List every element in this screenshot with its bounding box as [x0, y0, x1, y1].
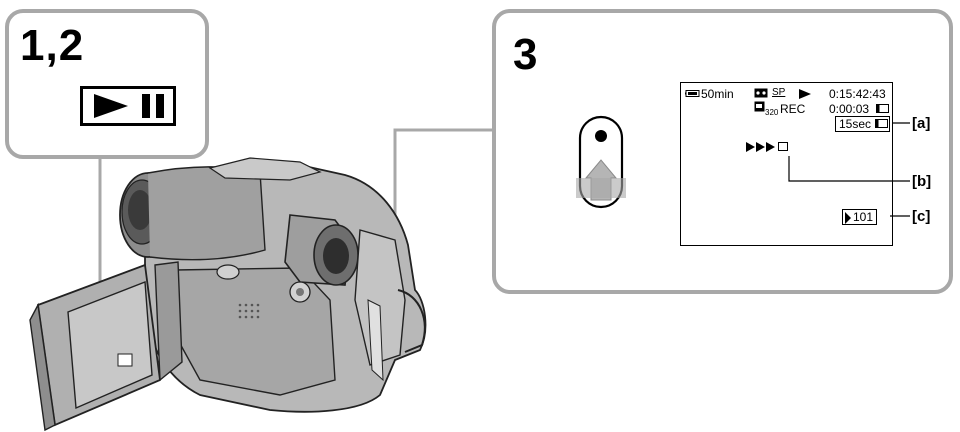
battery-icon [685, 90, 700, 97]
file-number: 101 [853, 210, 874, 224]
tape-small-icon [875, 119, 888, 128]
recording-interval: 15sec [839, 117, 872, 131]
file-number-box: 101 [842, 209, 878, 225]
callout-a: [a] [912, 115, 931, 132]
callout-c: [c] [912, 208, 931, 225]
step-1-2-panel [5, 9, 209, 159]
cassette-icon [754, 88, 768, 98]
image-size: 320 [765, 108, 779, 117]
step-number: 3 [513, 30, 539, 79]
recording-time: 0:00:03 [829, 102, 870, 116]
battery-remaining: 50min [701, 87, 734, 101]
rec-indicator: REC [780, 102, 806, 116]
lcd-screen: 50min SP 320 REC 0:15:42:43 0:00:03 15se… [680, 82, 893, 246]
tape-small-icon [876, 104, 889, 113]
memory-card-icon [754, 101, 765, 112]
play-pause-icon [94, 94, 164, 118]
progress-indicator-icon [746, 142, 788, 152]
step-number: 1,2 [20, 21, 85, 70]
tape-mode: SP [772, 87, 786, 98]
callout-b: [b] [912, 173, 932, 190]
folder-marker-icon [845, 212, 851, 224]
tape-counter: 0:15:42:43 [829, 87, 886, 101]
play-pause-button[interactable] [80, 86, 176, 126]
interval-box: 15sec [835, 116, 891, 132]
play-indicator-icon [799, 89, 811, 99]
